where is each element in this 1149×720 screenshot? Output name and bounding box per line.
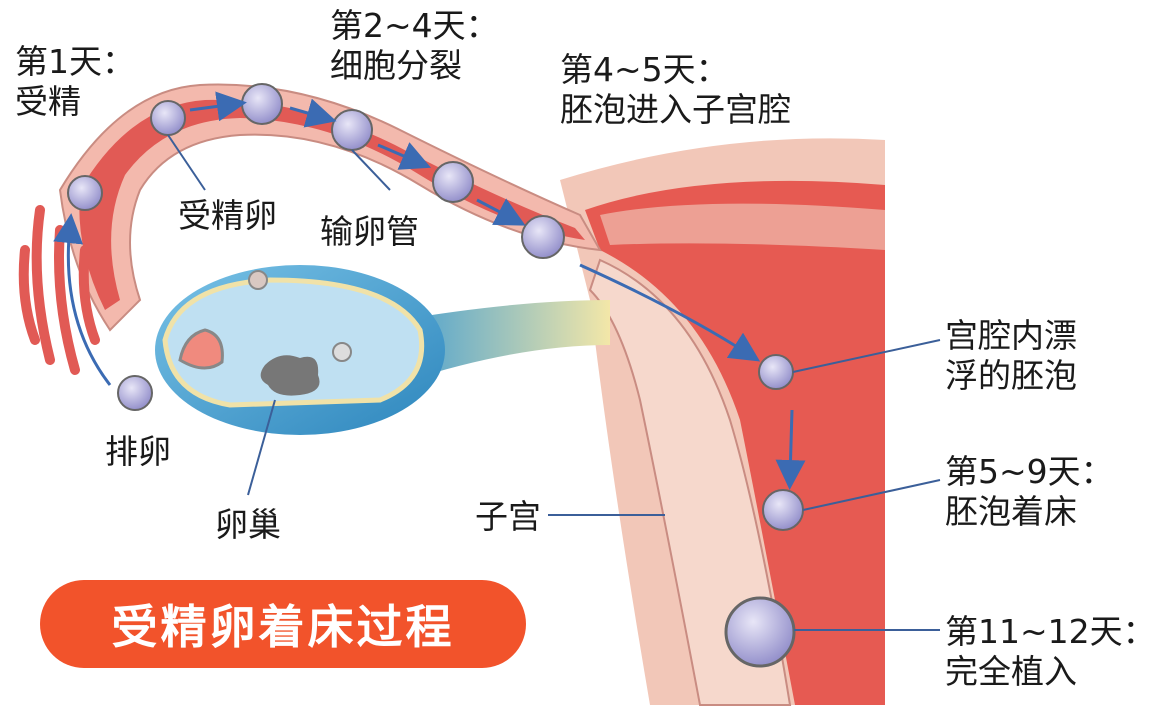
- leader-lines: [167, 134, 941, 631]
- implanted-blastocyst: [724, 596, 796, 668]
- floating-blastocyst: [758, 354, 794, 390]
- uterus: [560, 138, 885, 706]
- label-uterus: 子宫: [475, 497, 541, 536]
- label-day1: 第1天：受精: [15, 42, 135, 121]
- attaching-blastocyst: [762, 489, 804, 531]
- label-ovulation: 排卵: [105, 432, 171, 471]
- title-badge: 受精卵着床过程: [40, 580, 526, 668]
- diagram-title: 受精卵着床过程: [111, 600, 455, 654]
- label-ovary: 卵巢: [215, 505, 281, 544]
- process-arrows: [53, 91, 806, 490]
- zygote-cell: [150, 100, 186, 136]
- ovulated-egg: [117, 375, 153, 411]
- label-floating-blastocyst: 宫腔内漂浮的胚泡: [945, 316, 1077, 395]
- morula-cell-a: [331, 109, 373, 151]
- ovary: [155, 265, 610, 435]
- egg-cell: [67, 175, 103, 211]
- label-day4-5: 第4~5天：胚泡进入子宫腔: [560, 50, 791, 129]
- two-cell: [241, 83, 283, 125]
- morula-cell-b: [432, 161, 474, 203]
- label-day5-9: 第5~9天：胚泡着床: [945, 452, 1114, 531]
- label-day2-4: 第2~4天：细胞分裂: [330, 6, 499, 85]
- embryo-cells: [67, 83, 804, 668]
- label-day11-12: 第11~12天：完全植入: [945, 612, 1149, 691]
- blastocyst-entering: [521, 215, 565, 259]
- label-zygote: 受精卵: [178, 196, 277, 235]
- label-oviduct: 输卵管: [320, 212, 419, 251]
